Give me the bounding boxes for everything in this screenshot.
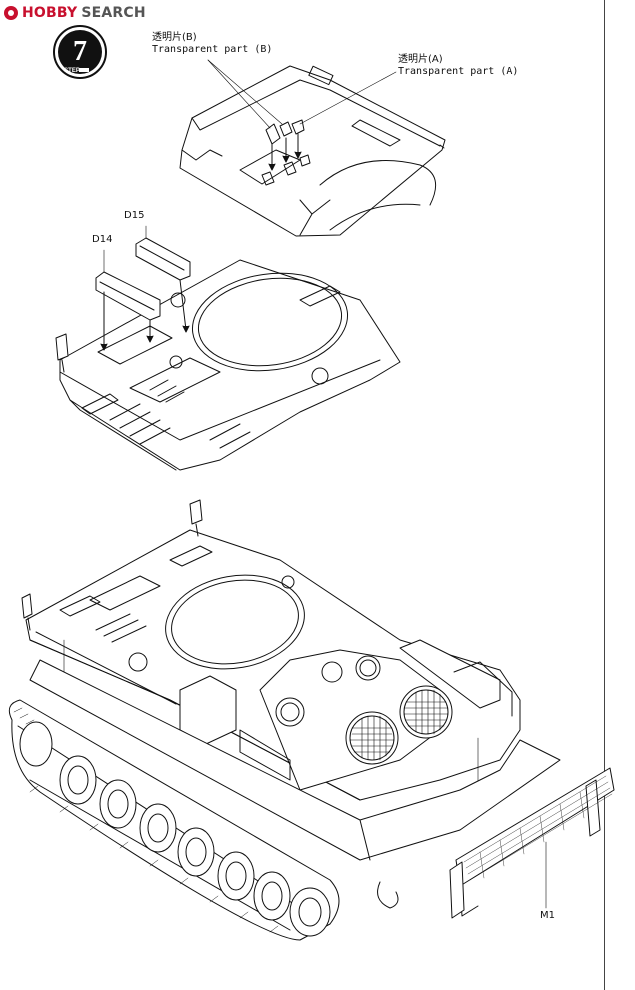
part-label-d14: D14 — [92, 234, 113, 245]
step-number: 7 — [73, 36, 87, 67]
part-label-m1: M1 — [540, 910, 555, 921]
site-watermark: HOBBY SEARCH — [4, 4, 146, 22]
road-wheels — [19, 721, 331, 937]
logo-icon — [4, 6, 18, 20]
callout-part-a-jp: 透明片(A) — [398, 54, 443, 65]
part-d15-shape — [135, 225, 191, 333]
callout-leaders — [207, 59, 397, 129]
engine-grilles — [345, 685, 453, 765]
part-d14-shape — [95, 249, 161, 351]
m1-mesh — [463, 775, 613, 881]
hull-deck — [55, 259, 401, 471]
callout-part-b-jp: 透明片(B) — [152, 32, 197, 43]
part-m1-skirt — [449, 767, 615, 919]
grille-mesh — [349, 689, 449, 761]
callout-part-b-en: Transparent part (B) — [152, 44, 273, 55]
page-border — [604, 0, 605, 990]
callout-part-a-en: Transparent part (A) — [398, 66, 519, 77]
tank-lower-hull — [29, 659, 561, 861]
track-links — [13, 707, 279, 933]
watermark-part2: SEARCH — [81, 5, 146, 21]
step-badge: 7 STEP — [53, 25, 107, 79]
watermark-part1: HOBBY — [22, 5, 78, 21]
part-label-d15: D15 — [124, 210, 145, 221]
step-label: STEP — [64, 68, 80, 74]
tow-hook — [377, 881, 399, 909]
hull-panel-underside — [179, 65, 446, 237]
